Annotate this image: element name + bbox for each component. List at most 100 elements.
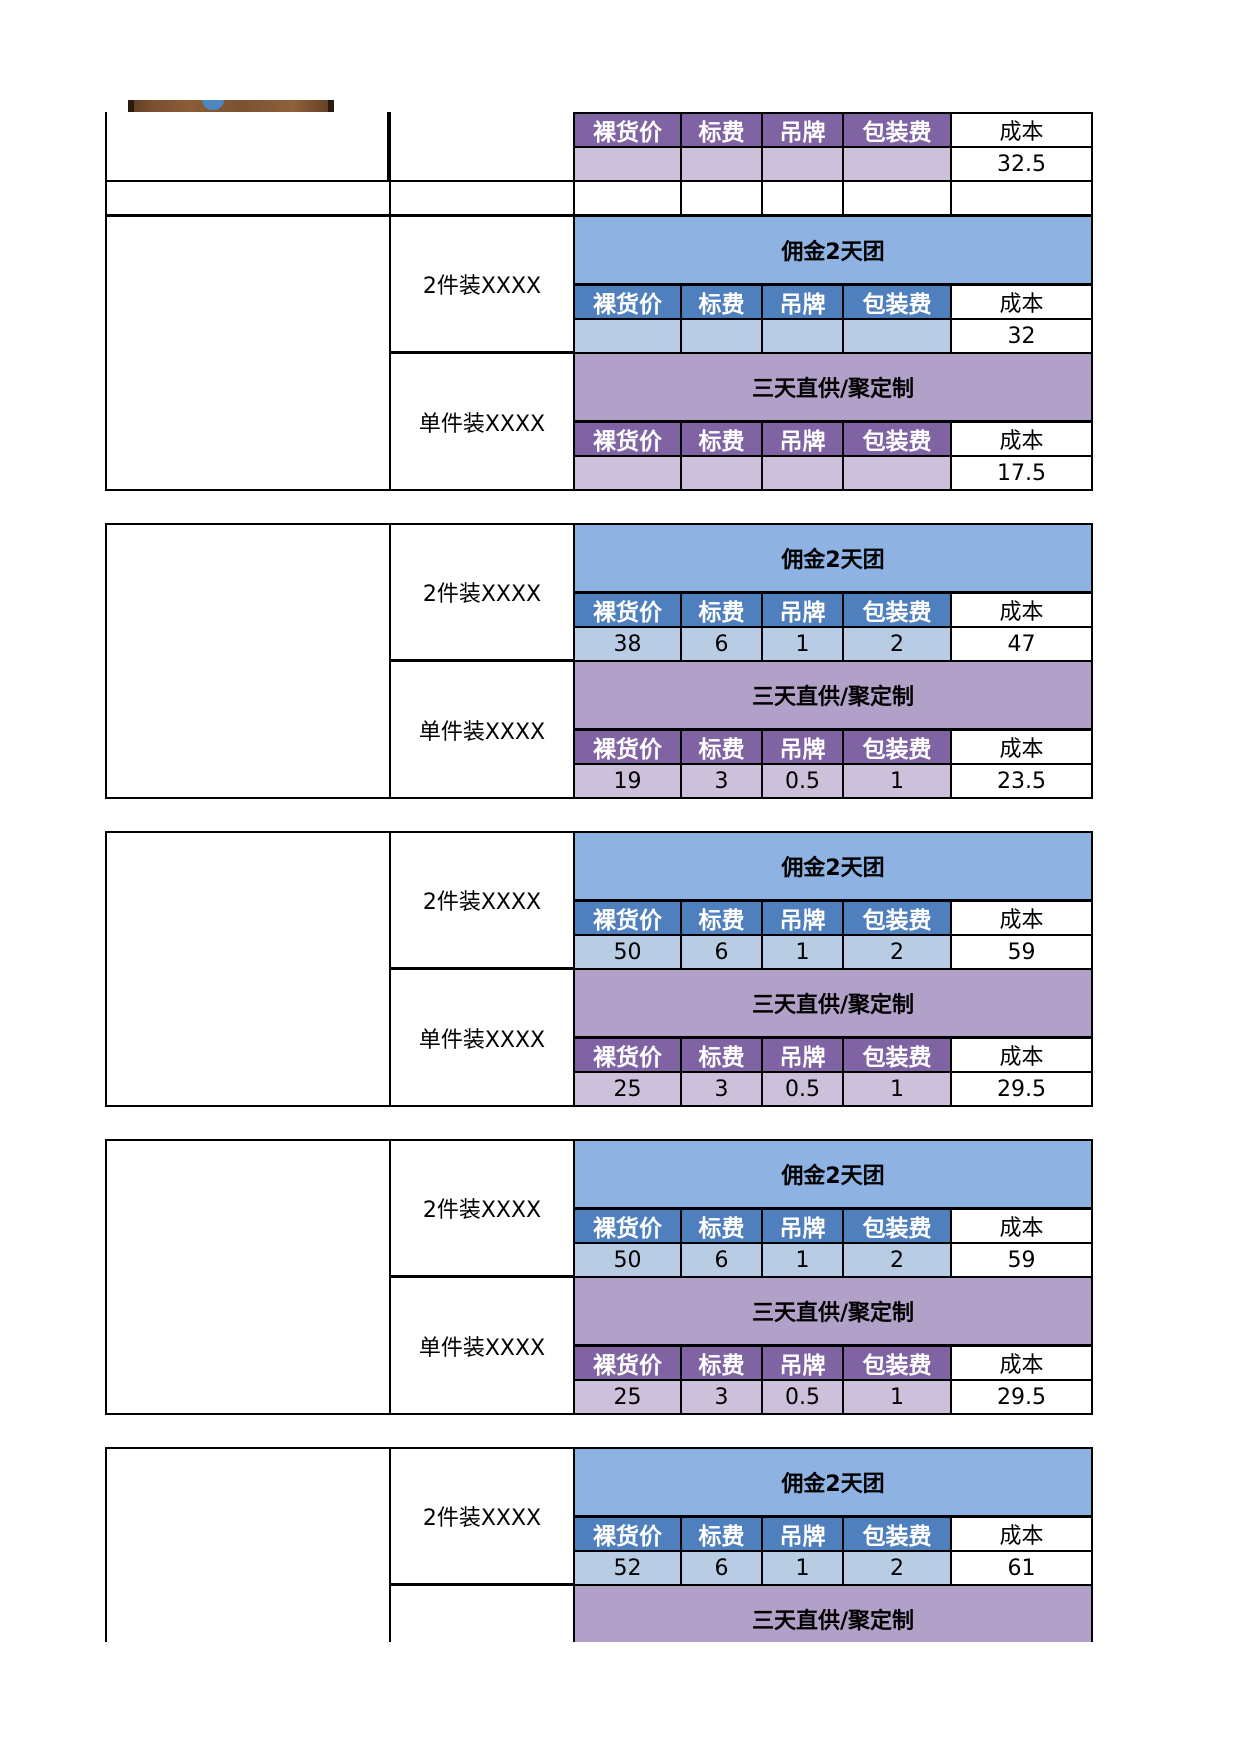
direct-title-cell: 三天直供/聚定制 bbox=[573, 968, 1093, 1038]
column-header: 标费 bbox=[680, 1208, 763, 1244]
direct-title-cell: 三天直供/聚定制 bbox=[573, 660, 1093, 730]
value-cell: 59 bbox=[950, 934, 1093, 970]
column-header: 裸货价 bbox=[573, 284, 682, 320]
value-cell: 6 bbox=[680, 1550, 763, 1586]
column-header: 吊牌 bbox=[761, 1345, 844, 1381]
value-cell bbox=[761, 146, 844, 182]
column-header: 包装费 bbox=[842, 1208, 952, 1244]
value-cell: 50 bbox=[573, 1242, 682, 1278]
two-pack-label: 2件装XXXX bbox=[389, 523, 575, 661]
column-header: 包装费 bbox=[842, 729, 952, 765]
value-cell: 1 bbox=[842, 1379, 952, 1415]
column-header: 裸货价 bbox=[573, 112, 682, 148]
column-header: 成本 bbox=[950, 1037, 1093, 1073]
column-header: 裸货价 bbox=[573, 1516, 682, 1552]
group-title-cell: 佣金2天团 bbox=[573, 523, 1093, 593]
value-cell: 32.5 bbox=[950, 146, 1093, 182]
column-header: 包装费 bbox=[842, 1345, 952, 1381]
column-header: 成本 bbox=[950, 1345, 1093, 1381]
single-pack-label: 单件装XXXX bbox=[389, 1584, 575, 1642]
empty-cell bbox=[105, 180, 391, 216]
value-cell bbox=[573, 146, 682, 182]
value-cell bbox=[761, 455, 844, 491]
single-pack-label: 单件装XXXX bbox=[389, 352, 575, 491]
value-cell: 52 bbox=[573, 1550, 682, 1586]
value-cell bbox=[573, 455, 682, 491]
value-cell bbox=[842, 455, 952, 491]
value-cell: 6 bbox=[680, 626, 763, 662]
value-cell bbox=[842, 146, 952, 182]
single-pack-label: 单件装XXXX bbox=[389, 1276, 575, 1415]
group-title-cell: 佣金2天团 bbox=[573, 1139, 1093, 1209]
value-cell bbox=[573, 318, 682, 354]
column-header: 吊牌 bbox=[761, 729, 844, 765]
value-cell bbox=[680, 318, 763, 354]
column-header: 成本 bbox=[950, 112, 1093, 148]
column-header: 吊牌 bbox=[761, 592, 844, 628]
empty-cell bbox=[950, 180, 1093, 216]
empty-cell bbox=[389, 180, 575, 216]
value-cell: 47 bbox=[950, 626, 1093, 662]
value-cell bbox=[680, 146, 763, 182]
value-cell: 3 bbox=[680, 763, 763, 799]
column-header: 吊牌 bbox=[761, 1208, 844, 1244]
column-header: 裸货价 bbox=[573, 421, 682, 457]
value-cell bbox=[680, 455, 763, 491]
column-header: 吊牌 bbox=[761, 421, 844, 457]
column-header: 吊牌 bbox=[761, 1516, 844, 1552]
single-pack-label: 单件装XXXX bbox=[389, 660, 575, 799]
empty-cell bbox=[842, 180, 952, 216]
product-name-cell bbox=[105, 523, 391, 799]
value-cell: 6 bbox=[680, 1242, 763, 1278]
value-cell: 17.5 bbox=[950, 455, 1093, 491]
two-pack-label: 2件装XXXX bbox=[389, 1447, 575, 1585]
column-header: 裸货价 bbox=[573, 1037, 682, 1073]
column-header: 吊牌 bbox=[761, 284, 844, 320]
column-header: 吊牌 bbox=[761, 112, 844, 148]
direct-title-cell: 三天直供/聚定制 bbox=[573, 1584, 1093, 1642]
value-cell: 1 bbox=[842, 1071, 952, 1107]
value-cell: 59 bbox=[950, 1242, 1093, 1278]
column-header: 标费 bbox=[680, 1516, 763, 1552]
product-name-cell bbox=[105, 215, 391, 491]
empty-cell bbox=[680, 180, 763, 216]
product-name-cell bbox=[105, 1139, 391, 1415]
direct-title-cell: 三天直供/聚定制 bbox=[573, 352, 1093, 422]
value-cell bbox=[842, 318, 952, 354]
column-header: 裸货价 bbox=[573, 900, 682, 936]
empty-cell bbox=[761, 180, 844, 216]
value-cell: 29.5 bbox=[950, 1379, 1093, 1415]
value-cell: 1 bbox=[761, 1242, 844, 1278]
column-header: 吊牌 bbox=[761, 900, 844, 936]
value-cell: 25 bbox=[573, 1379, 682, 1415]
value-cell: 25 bbox=[573, 1071, 682, 1107]
direct-title-cell: 三天直供/聚定制 bbox=[573, 1276, 1093, 1346]
value-cell: 38 bbox=[573, 626, 682, 662]
column-header: 包装费 bbox=[842, 112, 952, 148]
column-header: 标费 bbox=[680, 1037, 763, 1073]
value-cell: 2 bbox=[842, 626, 952, 662]
single-pack-label: 单件装XXXX bbox=[389, 112, 575, 184]
value-cell: 1 bbox=[761, 1550, 844, 1586]
value-cell: 3 bbox=[680, 1071, 763, 1107]
column-header: 吊牌 bbox=[761, 1037, 844, 1073]
two-pack-label: 2件装XXXX bbox=[389, 831, 575, 969]
column-header: 标费 bbox=[680, 421, 763, 457]
value-cell: 3 bbox=[680, 1379, 763, 1415]
value-cell: 29.5 bbox=[950, 1071, 1093, 1107]
value-cell: 50 bbox=[573, 934, 682, 970]
value-cell: 23.5 bbox=[950, 763, 1093, 799]
value-cell: 2 bbox=[842, 1242, 952, 1278]
value-cell: 0.5 bbox=[761, 1379, 844, 1415]
value-cell: 6 bbox=[680, 934, 763, 970]
column-header: 裸货价 bbox=[573, 1208, 682, 1244]
column-header: 包装费 bbox=[842, 1037, 952, 1073]
column-header: 标费 bbox=[680, 1345, 763, 1381]
column-header: 成本 bbox=[950, 421, 1093, 457]
group-title-cell: 佣金2天团 bbox=[573, 1447, 1093, 1517]
column-header: 成本 bbox=[950, 1208, 1093, 1244]
value-cell: 0.5 bbox=[761, 763, 844, 799]
column-header: 标费 bbox=[680, 592, 763, 628]
column-header: 标费 bbox=[680, 284, 763, 320]
column-header: 裸货价 bbox=[573, 729, 682, 765]
